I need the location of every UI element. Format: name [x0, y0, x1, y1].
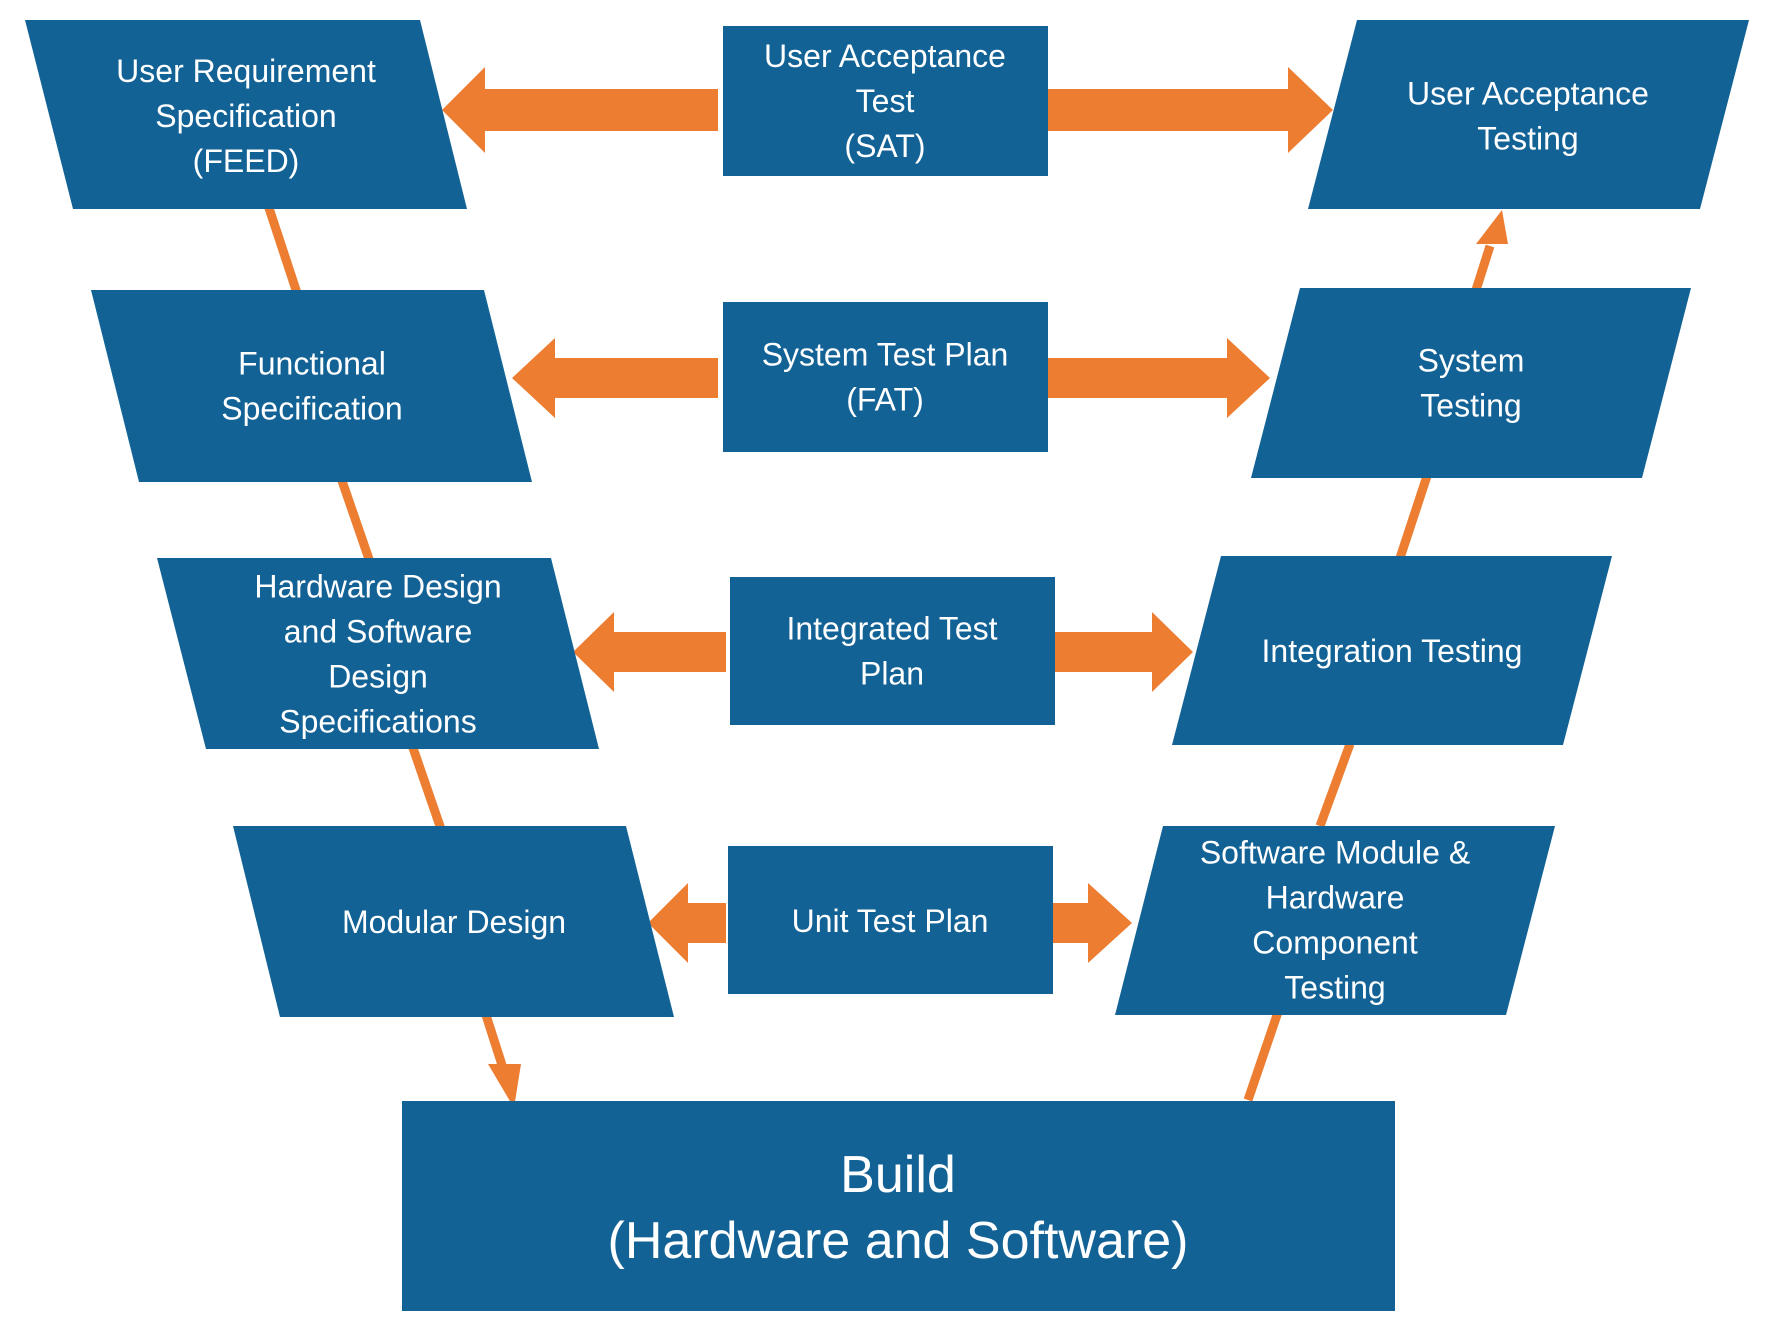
connector-lines: [263, 203, 1508, 1108]
arrow-uat-to-user-acceptance-testing: [1048, 67, 1333, 153]
connector-line-right-4: [1471, 244, 1495, 292]
build-label: Build (Hardware and Software): [608, 1146, 1189, 1270]
label-line: Integrated Test: [786, 611, 997, 647]
label-line: Build: [840, 1146, 956, 1204]
connector-line-left-2: [335, 473, 375, 564]
label-line: Hardware Design: [254, 569, 501, 605]
arrow-stp-to-functional-spec: [512, 338, 718, 418]
label-line: and Software: [284, 614, 473, 650]
label-line: Integration Testing: [1262, 633, 1523, 669]
arrow-itp-to-hw-sw-design: [573, 612, 726, 692]
system-test-plan-fat-label: System Test Plan (FAT): [762, 337, 1009, 418]
label-line: Test: [856, 83, 915, 119]
arrow-stp-to-system-testing: [1048, 338, 1270, 418]
label-line: System Test Plan: [762, 337, 1009, 373]
label-line: Modular Design: [342, 904, 566, 940]
label-line: System: [1418, 343, 1525, 379]
connector-line-left-4: [480, 1010, 507, 1067]
label-line: User Acceptance: [1407, 76, 1649, 112]
connector-line-right-3: [1395, 471, 1433, 560]
arrowhead-to-build: [488, 1064, 521, 1108]
label-line: Software Module &: [1200, 835, 1470, 871]
label-line: Functional: [238, 346, 386, 382]
arrowhead-to-user-acceptance-testing: [1476, 210, 1508, 244]
build-box: Build (Hardware and Software): [402, 1101, 1395, 1311]
horizontal-arrows: [442, 67, 1333, 963]
label-line: (FEED): [193, 143, 300, 179]
label-line: (FAT): [846, 382, 924, 418]
label-line: Testing: [1284, 970, 1385, 1006]
label-line: User Requirement: [116, 53, 376, 89]
unit-test-plan-box: Unit Test Plan: [728, 846, 1053, 994]
arrow-utp-to-modular-design: [648, 883, 726, 963]
integration-testing-box: Integration Testing: [1172, 556, 1612, 745]
label-line: Plan: [860, 656, 924, 692]
integration-testing-label: Integration Testing: [1262, 633, 1523, 669]
connector-line-right-2: [1315, 742, 1355, 828]
label-line: Testing: [1477, 121, 1578, 157]
connector-line-left-1: [263, 203, 303, 298]
arrow-utp-to-module-testing: [1053, 883, 1132, 963]
label-line: User Acceptance: [764, 38, 1006, 74]
label-line: (SAT): [844, 128, 925, 164]
modular-design-box: Modular Design: [233, 826, 674, 1017]
arrow-uat-to-user-requirement: [442, 67, 718, 153]
connector-line-left-3: [407, 743, 447, 834]
arrow-itp-to-integration-testing: [1053, 612, 1193, 692]
connector-line-right-1: [1243, 1010, 1283, 1102]
label-line: Unit Test Plan: [792, 903, 989, 939]
modular-design-label: Modular Design: [342, 904, 566, 940]
label-line: Specifications: [279, 704, 476, 740]
label-line: Design: [328, 659, 428, 695]
unit-test-plan-label: Unit Test Plan: [792, 903, 989, 939]
label-line: Specification: [155, 98, 336, 134]
label-line: Specification: [221, 391, 402, 427]
label-line: Component: [1252, 925, 1418, 961]
label-line: Testing: [1420, 388, 1521, 424]
label-line: Hardware: [1266, 880, 1405, 916]
label-line: (Hardware and Software): [608, 1212, 1189, 1270]
system-test-plan-fat-box: System Test Plan (FAT): [723, 302, 1048, 452]
